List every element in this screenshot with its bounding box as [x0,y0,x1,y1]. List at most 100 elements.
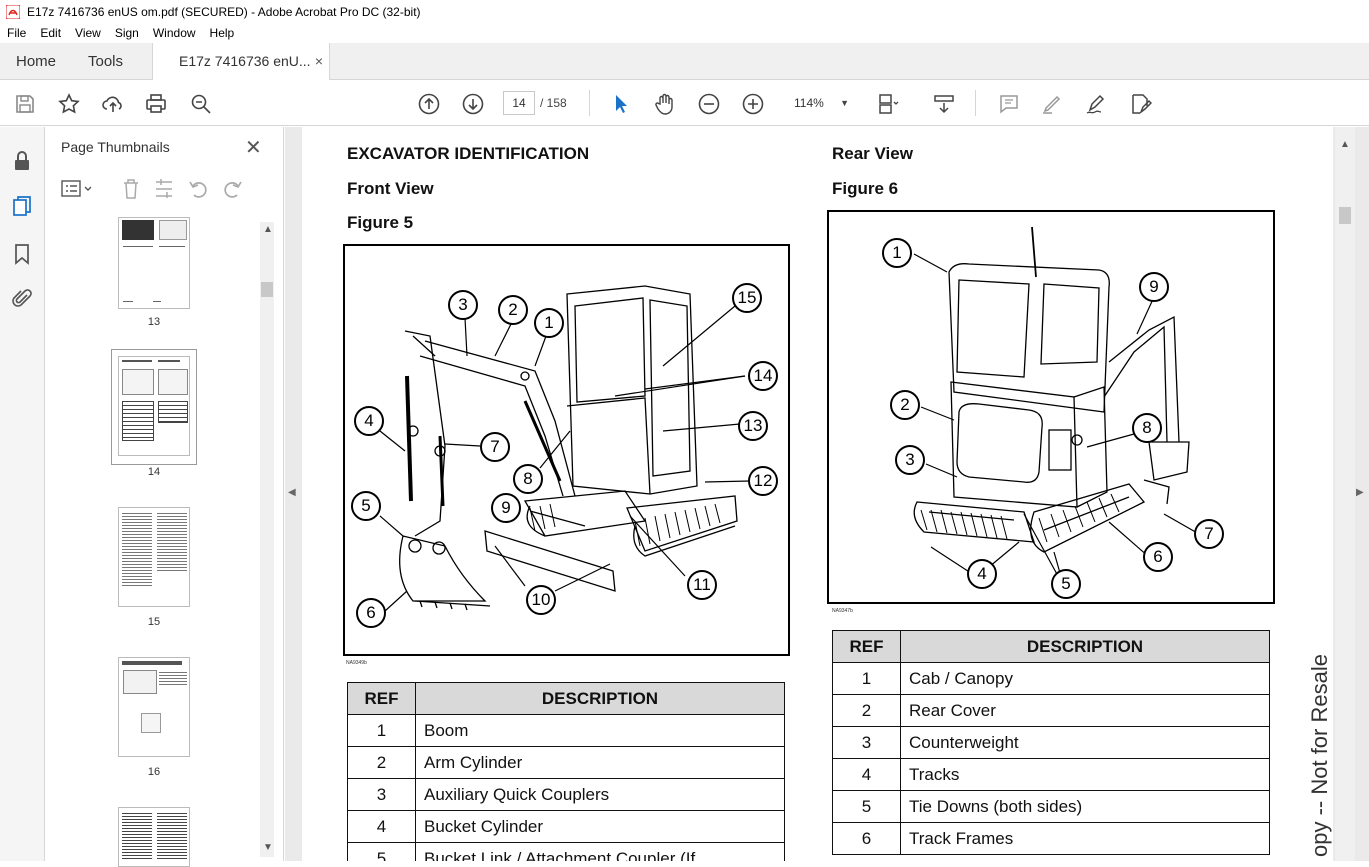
document-scrollbar[interactable]: ▲ [1335,127,1355,861]
ref-header: REF [832,630,901,663]
window-title: E17z 7416736 enUS om.pdf (SECURED) - Ado… [27,4,421,19]
front-callout-11: 11 [687,570,717,600]
scrollbar-thumb[interactable] [1339,207,1351,224]
tab-tools[interactable]: Tools [88,53,124,70]
menu-help[interactable]: Help [209,26,235,40]
pdf-page: EXCAVATOR IDENTIFICATION Front View Figu… [302,127,1333,861]
thumbnail-label: 15 [147,616,161,628]
front-callout-7: 7 [480,432,510,462]
upload-icon[interactable] [101,92,125,116]
thumbnail-scrollbar[interactable]: ▲ ▼ [260,222,274,857]
page-number-input[interactable]: 14 [503,91,535,115]
collapse-left-icon[interactable]: ◀ [288,487,296,498]
sign-icon[interactable] [1084,92,1108,116]
description-cell: Tracks [900,758,1270,791]
rear-callout-1: 1 [882,238,912,268]
rotate-left-icon[interactable] [188,178,210,200]
menu-window[interactable]: Window [152,26,196,40]
menu-file[interactable]: File [7,26,27,40]
rotate-right-icon[interactable] [221,178,243,200]
thumbnail-selection [111,349,197,465]
scrollbar-thumb[interactable] [261,282,273,297]
prev-page-icon[interactable] [417,92,441,116]
ref-cell: 1 [347,714,416,747]
thumbnail-label: 14 [147,466,161,478]
front-callout-15: 15 [732,283,762,313]
front-callout-8: 8 [513,464,543,494]
close-icon[interactable]: ✕ [245,137,262,159]
hand-icon[interactable] [653,92,677,116]
rear-callout-7: 7 [1194,519,1224,549]
thumbnail-page-13[interactable] [118,217,190,309]
comment-icon[interactable] [997,92,1021,116]
tab-document-label: E17z 7416736 enU... [179,53,311,69]
document-viewport[interactable]: ◀ EXCAVATOR IDENTIFICATION Front View Fi… [285,127,1369,861]
front-callout-2: 2 [498,295,528,325]
scroll-mode-icon[interactable] [932,92,956,116]
ref-cell: 6 [832,822,901,855]
chevron-up-icon[interactable]: ▲ [1340,139,1350,150]
description-cell: Rear Cover [900,694,1270,727]
rear-callout-5: 5 [1051,569,1081,599]
menu-view[interactable]: View [75,26,101,40]
description-cell: Auxiliary Quick Couplers [415,778,785,811]
description-cell: Bucket Cylinder [415,810,785,843]
description-cell: Track Frames [900,822,1270,855]
menu-sign[interactable]: Sign [114,26,139,40]
zoom-out-icon[interactable] [697,92,721,116]
excavator-rear-illustration [913,226,1200,588]
zoom-select[interactable]: 114%▼ [787,92,857,114]
tab-document[interactable]: E17z 7416736 enU... × [152,43,330,81]
save-icon[interactable] [13,92,37,116]
chevron-up-icon[interactable]: ▲ [263,224,273,235]
thumbnail-options-icon[interactable] [61,179,95,199]
fill-sign-icon[interactable] [1128,92,1153,116]
description-cell: Cab / Canopy [900,662,1270,695]
front-callout-3: 3 [448,290,478,320]
extract-pages-icon[interactable] [154,178,174,200]
search-zoom-icon[interactable] [189,92,213,116]
bookmark-star-icon[interactable] [57,92,81,116]
next-page-icon[interactable] [461,92,485,116]
toolbar-divider [975,90,976,116]
delete-icon[interactable] [121,178,141,200]
thumbnail-page-15[interactable] [118,507,190,607]
front-callout-5: 5 [351,491,381,521]
thumbnail-page-17[interactable] [118,807,190,867]
front-callout-10: 10 [526,585,556,615]
toolbar: 14 / 158 114%▼ [0,80,1369,126]
rear-callout-3: 3 [895,445,925,475]
excavator-front-illustration [379,285,751,612]
tab-close-icon[interactable]: × [314,53,323,69]
thumbnail-page-14[interactable] [118,356,190,456]
lock-icon[interactable] [10,149,34,173]
print-icon[interactable] [144,92,168,116]
tab-home[interactable]: Home [16,53,57,70]
front-callout-9: 9 [491,493,521,523]
bookmark-icon[interactable] [10,242,34,266]
zoom-in-icon[interactable] [741,92,765,116]
fit-page-icon[interactable] [876,92,900,116]
rear-callout-6: 6 [1143,542,1173,572]
highlight-icon[interactable] [1040,92,1064,116]
attachment-icon[interactable] [10,287,34,311]
tab-bar: Home Tools E17z 7416736 enU... × [0,43,1369,81]
ref-cell: 5 [832,790,901,823]
select-cursor-icon[interactable] [609,92,633,116]
ref-cell: 1 [832,662,901,695]
section-title: EXCAVATOR IDENTIFICATION [347,144,590,163]
watermark-text: opy -- Not for Resale [1307,654,1332,857]
title-bar: E17z 7416736 enUS om.pdf (SECURED) - Ado… [0,0,1369,23]
thumbnail-page-16[interactable] [118,657,190,757]
chevron-down-icon[interactable]: ▼ [263,842,273,853]
menu-edit[interactable]: Edit [40,26,62,40]
page-thumbnails-icon[interactable] [10,195,34,219]
expand-right-icon[interactable]: ▶ [1356,487,1364,498]
